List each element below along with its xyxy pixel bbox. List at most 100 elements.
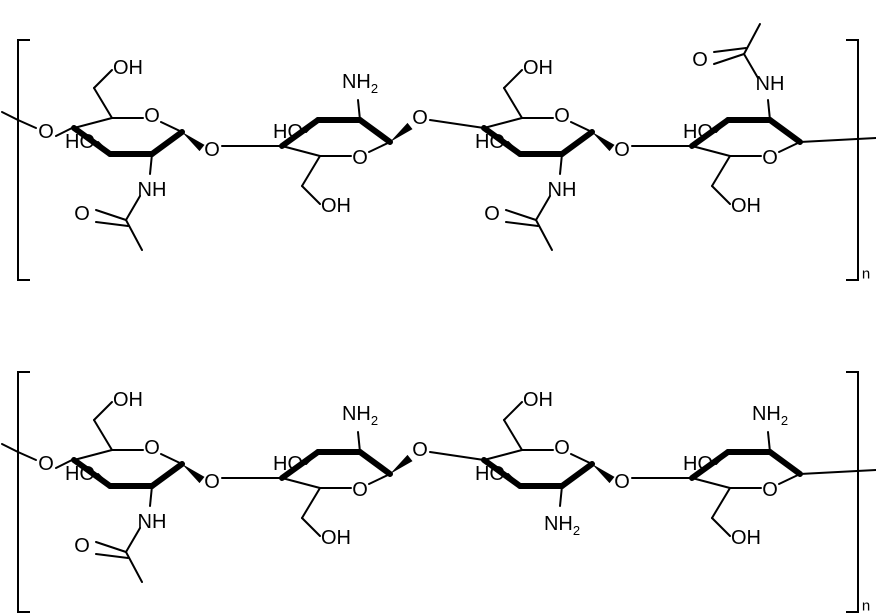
glycosidic-wedge — [182, 132, 205, 152]
ring-bond-bold — [279, 117, 321, 149]
ring-bond-bold — [357, 117, 393, 145]
hydroxyl-bond — [715, 119, 729, 133]
ring-bond-bold — [481, 457, 523, 489]
amino-nh2-label: NH2 — [342, 403, 378, 428]
ring-bond-bold — [767, 449, 803, 477]
ring-bond — [570, 121, 593, 133]
ring-bond-bold — [559, 129, 595, 157]
glycosidic-wedge — [390, 122, 413, 142]
carbonyl-double-bond — [505, 221, 539, 227]
chain-end-bond — [55, 459, 73, 469]
hydroxymethyl-oh-label: OH — [523, 389, 553, 411]
carbonyl-double-bond — [95, 553, 129, 559]
ring-bond — [281, 477, 321, 489]
ring-oxygen-label: O — [762, 147, 778, 169]
ring-bond-bold — [279, 449, 321, 481]
ring-bond-bold — [767, 117, 803, 145]
hydroxymethyl-bond — [301, 517, 321, 537]
amide-bond — [743, 53, 759, 79]
hydroxyl-ho-label: HO — [683, 121, 713, 143]
hydroxyl-ho-label: HO — [273, 121, 303, 143]
ring-bond — [570, 453, 593, 465]
amide-bond — [125, 527, 141, 553]
hydroxymethyl-bond — [503, 87, 523, 119]
hydroxyl-bond — [507, 141, 521, 155]
glycosidic-oxygen-label: O — [614, 139, 630, 161]
start-oxygen-label: O — [38, 121, 54, 143]
c2-substituent-bond — [149, 153, 153, 175]
hydroxymethyl-oh-label: OH — [523, 57, 553, 79]
hydroxymethyl-oh-label: OH — [113, 389, 143, 411]
amino-nh2-label: NH2 — [752, 403, 788, 428]
hydroxymethyl-bond — [711, 487, 731, 519]
start-oxygen-label: O — [38, 453, 54, 475]
methyl-bond — [125, 551, 143, 583]
ring-bond — [160, 453, 183, 465]
carbonyl-oxygen-label: O — [692, 49, 708, 71]
c2-substituent-bond — [357, 431, 361, 453]
c2-substituent-bond — [559, 153, 563, 175]
glycosidic-oxygen-label: O — [412, 107, 428, 129]
hydroxymethyl-bond — [93, 419, 113, 451]
hydroxymethyl-bond — [93, 401, 113, 421]
amide-bond — [535, 195, 551, 221]
repeat-bracket-right — [846, 39, 859, 281]
c2-substituent-bond — [357, 99, 361, 121]
ring-bond — [368, 473, 391, 485]
hydroxyl-ho-label: HO — [65, 463, 95, 485]
ring-bond-bold — [481, 125, 523, 157]
ring-bond — [281, 145, 321, 157]
hydroxyl-bond — [305, 119, 319, 133]
carbonyl-oxygen-label: O — [74, 535, 90, 557]
ring-bond — [691, 145, 731, 157]
ring-bond-bold — [689, 449, 731, 481]
amide-nh-label: NH — [138, 179, 167, 201]
hydroxyl-ho-label: HO — [273, 453, 303, 475]
chain-end-bond — [799, 469, 876, 475]
hydroxyl-bond — [305, 451, 319, 465]
chain-end-bond — [1, 111, 19, 121]
repeat-subscript-n: n — [862, 598, 870, 613]
carbonyl-double-bond — [713, 47, 747, 53]
hydroxymethyl-bond — [711, 517, 731, 537]
amino-label-main: NH — [544, 513, 573, 535]
amino-label-main: NH — [752, 403, 781, 425]
glycosidic-oxygen-label: O — [614, 471, 630, 493]
ring-oxygen-label: O — [144, 105, 160, 127]
repeat-bracket-right — [846, 371, 859, 613]
carbonyl-double-bond — [95, 541, 127, 553]
ring-bond — [160, 121, 183, 133]
hydroxymethyl-oh-label: OH — [731, 527, 761, 549]
methyl-bond — [535, 219, 553, 251]
chain-end-bond — [1, 443, 19, 453]
hydroxymethyl-bond — [93, 87, 113, 119]
amino-label-subscript: 2 — [371, 413, 378, 428]
glycosidic-oxygen-label: O — [204, 139, 220, 161]
glycosidic-oxygen-label: O — [204, 471, 220, 493]
amino-label-subscript: 2 — [781, 413, 788, 428]
amino-label-main: NH — [342, 403, 371, 425]
hydroxyl-ho-label: HO — [475, 131, 505, 153]
hydroxyl-bond — [715, 451, 729, 465]
glycosidic-bond — [429, 119, 485, 129]
chain-end-bond — [799, 137, 876, 143]
hydroxymethyl-oh-label: OH — [321, 527, 351, 549]
ring-bond — [73, 117, 113, 129]
repeat-bracket-left — [17, 371, 30, 613]
chain-end-bond — [17, 451, 37, 461]
hydroxyl-bond — [97, 473, 111, 487]
hydroxymethyl-oh-label: OH — [321, 195, 351, 217]
glycosidic-wedge — [390, 454, 413, 474]
amino-label-subscript: 2 — [573, 523, 580, 538]
ring-bond — [778, 473, 801, 485]
ring-oxygen-label: O — [554, 105, 570, 127]
chain-end-bond — [17, 119, 37, 129]
glycosidic-oxygen-label: O — [412, 439, 428, 461]
amino-nh2-label: NH2 — [342, 71, 378, 96]
amino-nh2-label: NH2 — [544, 513, 580, 538]
hydroxyl-ho-label: HO — [475, 463, 505, 485]
hydroxyl-bond — [507, 473, 521, 487]
hydroxymethyl-bond — [301, 487, 321, 519]
